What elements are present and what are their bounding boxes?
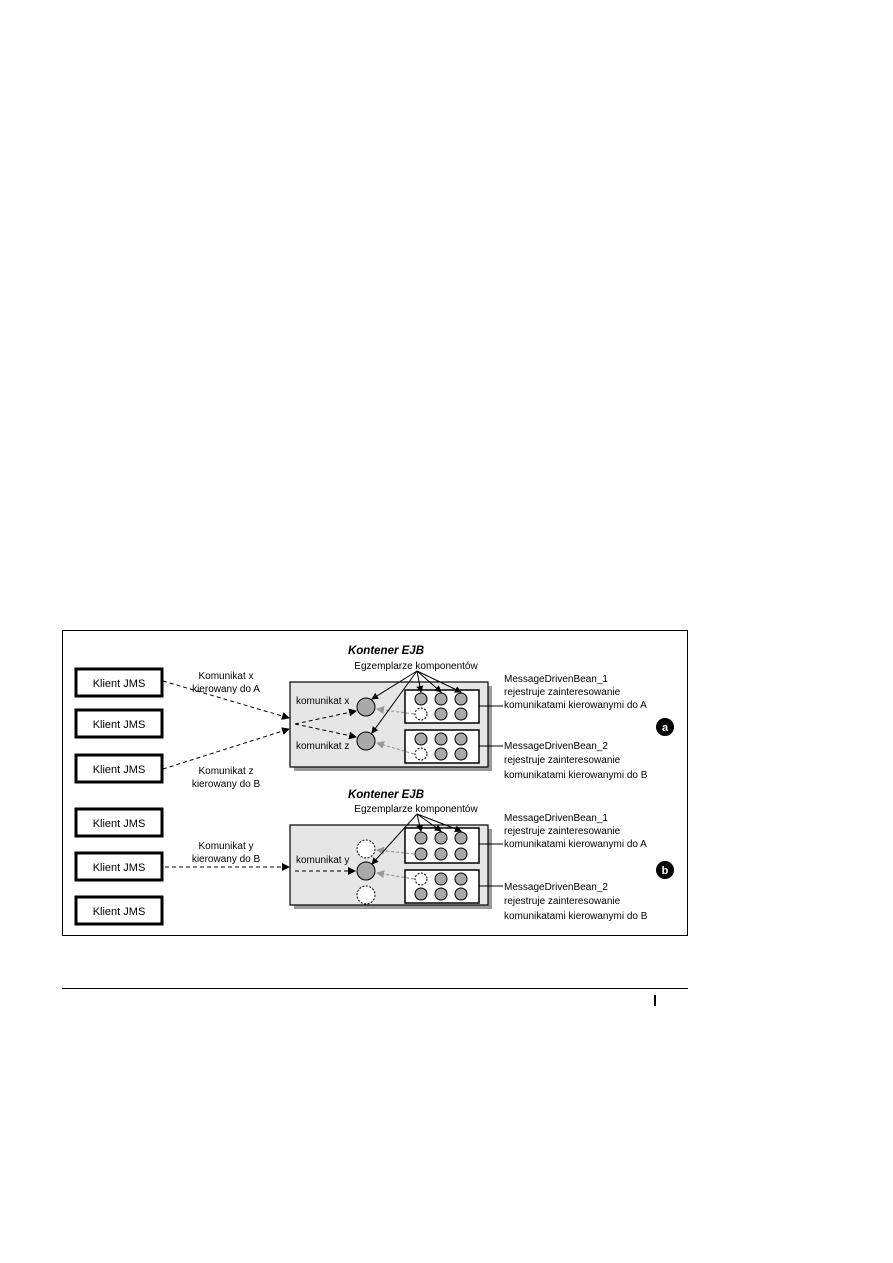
- message-arrow-x-route: [294, 708, 357, 725]
- instance-circle: [414, 831, 428, 845]
- container-title-b: Kontener EJB: [348, 789, 424, 801]
- pointer-line: [416, 813, 424, 832]
- message-arrow-z-in: [162, 727, 290, 770]
- instance-circle-empty: [414, 707, 428, 721]
- bean1-label-a-3: komunikatami kierowanymi do A: [504, 700, 647, 711]
- message-circle-y: [356, 861, 376, 881]
- bean2-label-b-1: MessageDrivenBean_2: [504, 882, 608, 893]
- page-footer-mark: [654, 995, 656, 1006]
- pointer-line: [416, 813, 442, 832]
- instance-circle: [454, 732, 468, 746]
- instance-circle: [434, 707, 448, 721]
- instance-circle: [414, 692, 428, 706]
- instance-circle-empty: [414, 872, 428, 886]
- instance-circle: [414, 887, 428, 901]
- bean1-label-a-1: MessageDrivenBean_1: [504, 674, 608, 685]
- container-title-a: Kontener EJB: [348, 645, 424, 657]
- client-box: Klient JMS: [74, 851, 164, 882]
- badge-b: b: [656, 861, 674, 879]
- message-circle-empty: [356, 885, 376, 905]
- badge-b-label: b: [662, 865, 669, 877]
- bean2-label-a-1: MessageDrivenBean_2: [504, 741, 608, 752]
- message-circle-x: [356, 697, 376, 717]
- page-footer-rule: [62, 988, 688, 989]
- delivery-arrow: [376, 846, 415, 855]
- komunikat-y-label: komunikat y: [296, 855, 349, 866]
- diagram-canvas: Klient JMS Klient JMS Klient JMS Klient …: [74, 645, 674, 926]
- instance-circle: [454, 872, 468, 886]
- komunikat-z-label: komunikat z: [296, 741, 349, 752]
- instance-circle: [434, 692, 448, 706]
- msg-y-label-1: Komunikat y: [198, 841, 253, 852]
- badge-a-label: a: [662, 722, 669, 734]
- message-circle-z: [356, 731, 376, 751]
- bean1-label-b-2: rejestruje zainteresowanie: [504, 826, 621, 837]
- msg-x-label-1: Komunikat x: [198, 671, 253, 682]
- message-circle-empty: [356, 839, 376, 859]
- bean1-label-a-2: rejestruje zainteresowanie: [504, 687, 621, 698]
- pointer-line: [371, 670, 418, 700]
- instance-circle: [414, 732, 428, 746]
- instances-label-b: Egzemplarze komponentów: [354, 804, 478, 815]
- instance-circle: [454, 707, 468, 721]
- instance-circle: [434, 872, 448, 886]
- bean2-label-a-2: rejestruje zainteresowanie: [504, 755, 621, 766]
- instance-circle: [434, 732, 448, 746]
- client-box: Klient JMS: [74, 807, 164, 838]
- pointer-line: [416, 670, 442, 693]
- bean2-label-a-3: komunikatami kierowanymi do B: [504, 770, 648, 781]
- instance-circle: [414, 847, 428, 861]
- instance-circle: [454, 831, 468, 845]
- instance-circle: [434, 847, 448, 861]
- komunikat-x-label: komunikat x: [296, 696, 349, 707]
- bean1-label-b-3: komunikatami kierowanymi do A: [504, 839, 647, 850]
- instances-label-a: Egzemplarze komponentów: [354, 661, 478, 672]
- instance-circle: [454, 847, 468, 861]
- instance-circle: [434, 887, 448, 901]
- instance-circle-empty: [414, 747, 428, 761]
- bean2-label-b-3: komunikatami kierowanymi do B: [504, 911, 648, 922]
- delivery-arrow: [376, 741, 415, 755]
- instance-circle: [454, 887, 468, 901]
- bean2-label-b-2: rejestruje zainteresowanie: [504, 896, 621, 907]
- msg-z-label-1: Komunikat z: [198, 766, 253, 777]
- msg-z-label-2: kierowany do B: [192, 779, 261, 790]
- client-label: Klient JMS: [93, 818, 146, 830]
- pointer-line: [416, 813, 462, 833]
- client-box: Klient JMS: [74, 895, 164, 926]
- instance-circle: [434, 747, 448, 761]
- badge-a: a: [656, 718, 674, 736]
- instance-circle: [434, 831, 448, 845]
- instance-circle: [454, 747, 468, 761]
- msg-y-label-2: kierowany do B: [192, 854, 261, 865]
- pointer-line: [416, 670, 462, 693]
- instance-circle: [454, 692, 468, 706]
- delivery-arrow: [376, 705, 415, 715]
- client-label: Klient JMS: [93, 719, 146, 731]
- bean1-label-b-1: MessageDrivenBean_1: [504, 813, 608, 824]
- pointer-line: [371, 813, 418, 865]
- client-label: Klient JMS: [93, 764, 146, 776]
- message-arrow-z-route: [294, 723, 357, 740]
- client-label: Klient JMS: [93, 862, 146, 874]
- client-label: Klient JMS: [93, 906, 146, 918]
- client-box: Klient JMS: [74, 753, 164, 784]
- pointer-line: [416, 670, 424, 693]
- diagram-figure: Klient JMS Klient JMS Klient JMS Klient …: [62, 630, 688, 936]
- client-box: Klient JMS: [74, 667, 164, 698]
- pointer-line: [371, 670, 418, 734]
- client-label: Klient JMS: [93, 678, 146, 690]
- client-box: Klient JMS: [74, 708, 164, 739]
- msg-x-label-2: kierowany do A: [192, 684, 260, 695]
- message-arrow-x-in: [162, 680, 290, 720]
- delivery-arrow: [376, 870, 415, 880]
